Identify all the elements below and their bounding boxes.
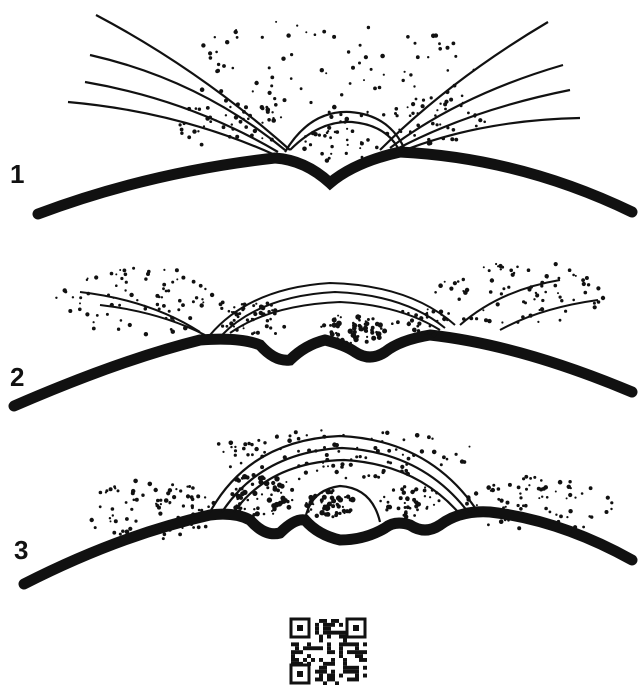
stage-2-label: 2 [10, 364, 24, 390]
stage-1-ground [38, 152, 632, 214]
stage-2-illustration [14, 262, 632, 406]
stage-2-debris-dots [55, 262, 605, 348]
stage-1-label: 1 [10, 161, 24, 187]
stage-2-ground [14, 335, 632, 406]
stage-1-ejecta-lines [68, 15, 580, 155]
stage-3-illustration [24, 429, 632, 584]
stage-1-illustration [38, 15, 632, 214]
qr-code-icon [289, 617, 367, 685]
stage-3-label: 3 [14, 537, 28, 563]
stage-1-debris-dots [179, 21, 487, 163]
